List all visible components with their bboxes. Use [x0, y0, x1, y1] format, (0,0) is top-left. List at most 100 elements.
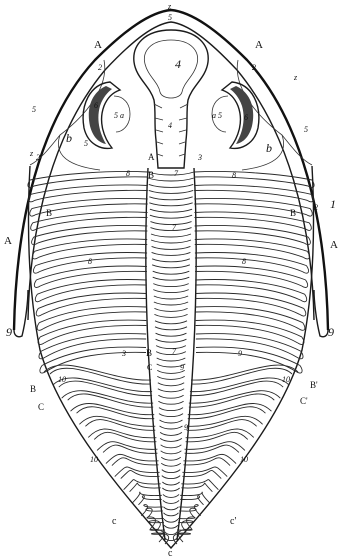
axial-ring: [165, 538, 178, 541]
label-B-prime-right: B': [310, 380, 318, 390]
axial-ring: [156, 346, 186, 349]
left-eye-shading: [89, 86, 112, 144]
label-6-left: 6: [94, 101, 98, 110]
right-pleura-line: [195, 266, 305, 280]
axial-ring: [152, 265, 190, 268]
axial-ring: [150, 215, 192, 218]
pygidium-rib-right: [188, 407, 266, 419]
left-pleura-line: [35, 239, 148, 251]
left-pleural-tip: [37, 323, 43, 331]
label-6-right: 6: [244, 113, 248, 122]
label-5-left-inner: 5: [84, 139, 88, 148]
right-pleura-line: [196, 325, 298, 343]
axial-ring: [156, 352, 186, 355]
axial-ring: [158, 389, 184, 392]
axial-ring: [157, 358, 186, 361]
label-5a-left: 5 a: [114, 111, 124, 120]
axial-ring: [148, 172, 194, 175]
label-B-axial-2: B: [146, 348, 152, 358]
axial-ring: [160, 420, 183, 423]
axial-ring: [163, 500, 179, 503]
pygidium-rib-left: [138, 496, 161, 505]
axial-ring: [162, 470, 180, 473]
label-7-1: 7: [174, 169, 179, 178]
right-pleura-line: [194, 185, 311, 194]
pygidium-rib-right: [179, 508, 196, 518]
label-z-right-edge: z: [293, 73, 298, 82]
axial-ring: [164, 525, 178, 528]
right-pleural-tip: [301, 294, 307, 302]
pygidium-rib-left: [106, 454, 159, 463]
label-A-axial: A: [148, 152, 155, 162]
label-3-left: 3: [121, 349, 126, 358]
axial-ring: [158, 395, 183, 398]
label-top-5: 5: [168, 13, 172, 22]
label-10-pyg-left: 10: [90, 455, 98, 464]
label-C-axial: C: [147, 363, 152, 372]
pygidium-rib-right: [180, 492, 209, 503]
label-9-right: 9: [328, 325, 334, 339]
pygidium-rib-left: [150, 529, 165, 542]
label-A-right: A: [255, 39, 263, 51]
label-a5-right: a 5: [212, 111, 222, 120]
left-pleura-line: [38, 231, 148, 243]
label-1-right: 1: [330, 197, 336, 211]
axial-ring: [160, 438, 182, 441]
pygidium-rib-right: [189, 391, 280, 403]
right-pleural-tip: [302, 266, 308, 274]
axial-ring: [160, 432, 182, 435]
right-pleural-tip: [300, 308, 306, 316]
axial-ring: [152, 252, 191, 255]
pygidium-rib-left: [146, 508, 163, 518]
left-pleura-line: [42, 347, 146, 365]
right-pleural-tip: [306, 209, 312, 217]
label-9-mid-right: 9: [238, 349, 242, 358]
right-eye-shading: [230, 86, 253, 144]
left-pleural-tip: [33, 266, 39, 274]
axial-ring: [152, 246, 191, 249]
pygidium-rib-right: [188, 404, 272, 415]
right-pleural-tip: [305, 223, 311, 231]
label-5-left-edge: 5: [32, 105, 36, 114]
pygidium-rib-right: [183, 454, 236, 463]
label-9-pygidium: 9: [184, 423, 188, 432]
left-pleural-tip: [36, 308, 42, 316]
label-2-upper-right: 2: [252, 63, 256, 72]
label-2-left-mid: 2: [36, 153, 40, 162]
axial-ring: [156, 333, 187, 336]
label-9-left: 9: [6, 325, 12, 339]
label-3-axial: 3: [197, 153, 202, 162]
axial-ring: [161, 457, 181, 460]
axial-ring: [162, 488, 179, 491]
pygidium-rib-left: [62, 391, 153, 403]
axial-ring: [149, 184, 194, 187]
label-8-right-1: 8: [232, 171, 236, 180]
axial-ring: [163, 513, 178, 516]
label-B-axial-1: B: [148, 170, 154, 180]
label-8-right-2: 8: [242, 257, 246, 266]
axial-ring: [163, 507, 178, 510]
pygidium-rib-right: [182, 470, 221, 478]
left-pleural-tip: [30, 209, 36, 217]
right-pleura-line: [195, 239, 308, 251]
label-9-axial: 9: [180, 363, 184, 372]
pygidium-rib-left: [115, 467, 160, 477]
axial-ring: [153, 271, 190, 274]
axial-ring: [150, 228, 191, 231]
left-pleura-line: [31, 185, 148, 194]
right-pleural-tip: [299, 323, 305, 331]
axial-ring: [150, 209, 192, 212]
label-b-right: b: [266, 141, 272, 155]
right-pleural-tip: [303, 251, 309, 259]
axial-ring: [162, 482, 179, 485]
left-pleural-tip: [33, 251, 39, 259]
label-c-bottom-left: c: [112, 516, 117, 527]
label-10-pyg-right: 10: [240, 455, 248, 464]
right-pleural-tip: [302, 280, 308, 288]
right-pleura-line: [196, 334, 301, 352]
cephalon-inner-border: [28, 22, 314, 320]
axial-ring: [162, 476, 180, 479]
axial-ring: [161, 445, 182, 448]
